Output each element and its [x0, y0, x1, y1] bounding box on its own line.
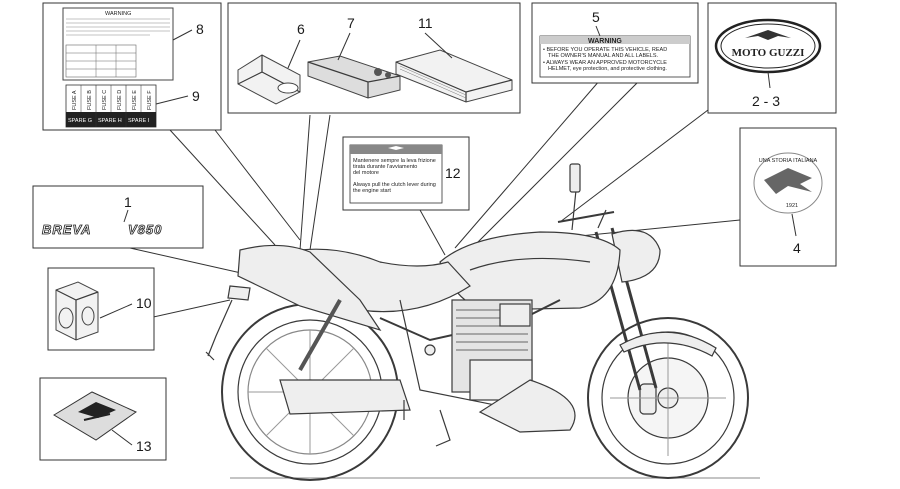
callout-8: 8	[196, 21, 204, 37]
clutch-label-12	[349, 144, 443, 204]
svg-text:1921: 1921	[786, 203, 798, 209]
svg-text:FUSE D: FUSE D	[117, 90, 123, 110]
box-item-10: 10	[47, 267, 155, 351]
breva-decal: BREVA	[42, 222, 92, 237]
svg-text:Always pull the clutch lever d: Always pull the clutch lever during	[353, 182, 436, 188]
engine	[451, 299, 533, 401]
svg-text:• ALWAYS WEAR AN APPROVED MOTO: • ALWAYS WEAR AN APPROVED MOTORCYCLE	[543, 60, 667, 66]
callout-1: 1	[124, 194, 132, 210]
callout-12: 12	[445, 165, 461, 181]
svg-text:• BEFORE YOU OPERATE THIS VEHI: • BEFORE YOU OPERATE THIS VEHICLE, READ	[543, 47, 667, 53]
callout-11: 11	[418, 15, 433, 31]
front-wheel	[587, 317, 749, 479]
callout-5: 5	[592, 9, 600, 25]
fuel-tank	[439, 231, 621, 311]
box-manuals: 6 7 11	[227, 2, 521, 114]
exhaust	[478, 379, 576, 433]
svg-text:del motore: del motore	[353, 170, 379, 176]
callout-9: 9	[192, 88, 200, 104]
brake-caliper	[639, 383, 657, 415]
v850-decal: V850	[128, 222, 162, 237]
callout-13: 13	[136, 438, 152, 454]
mirror	[569, 163, 581, 193]
callout-4: 4	[793, 240, 801, 256]
warning-header: WARNING	[588, 38, 622, 45]
tool-pouch-6	[237, 54, 301, 105]
svg-text:FUSE E: FUSE E	[132, 90, 138, 110]
svg-text:THE OWNER'S MANUAL AND ALL LAB: THE OWNER'S MANUAL AND ALL LABELS.	[548, 53, 659, 59]
callout-7: 7	[347, 15, 355, 31]
svg-text:FUSE B: FUSE B	[87, 90, 93, 110]
eagle-icon	[745, 30, 791, 40]
warning-label-8	[62, 7, 174, 81]
svg-text:UNA STORIA ITALIANA: UNA STORIA ITALIANA	[759, 158, 818, 164]
callout-10: 10	[136, 295, 152, 311]
tail-light	[227, 285, 251, 301]
tail-section	[237, 244, 382, 332]
svg-text:FUSE C: FUSE C	[102, 90, 108, 110]
callout-2-3: 2 - 3	[752, 93, 780, 109]
svg-text:the engine start: the engine start	[353, 188, 391, 194]
manual-book-11	[395, 49, 513, 103]
box-model-decal: 1 BREVA V850	[32, 185, 204, 249]
svg-text:HELMET, eye protection, and pr: HELMET, eye protection, and protective c…	[548, 66, 667, 72]
label8-header: WARNING	[105, 11, 131, 17]
box-brand-logo: MOTO GUZZI 2 - 3	[707, 2, 837, 114]
svg-text:FUSE A: FUSE A	[72, 90, 78, 110]
svg-text:MOTO GUZZI: MOTO GUZZI	[732, 47, 805, 59]
box-tank-badge: UNA STORIA ITALIANA 1921 4	[739, 127, 837, 267]
svg-text:SPARE G: SPARE G	[68, 118, 92, 124]
svg-text:SPARE I: SPARE I	[128, 118, 150, 124]
svg-text:SPARE H: SPARE H	[98, 118, 122, 124]
callout-6: 6	[297, 21, 305, 37]
box-warning-label: 5 WARNING • BEFORE YOU OPERATE THIS VEHI…	[531, 2, 699, 84]
box-clutch-label: Mantenere sempre la leva frizione tirata…	[342, 136, 470, 211]
headlight	[611, 229, 661, 283]
svg-text:tirata durante l'avviamento: tirata durante l'avviamento	[353, 164, 417, 170]
moto-guzzi-logo	[714, 18, 822, 74]
svg-text:FUSE F: FUSE F	[147, 90, 153, 110]
svg-text:Mantenere sempre la leva frizi: Mantenere sempre la leva frizione	[353, 158, 436, 164]
motorcycle-illustration	[205, 163, 760, 481]
fuse-label-9: FUSE A FUSE B FUSE C FUSE D FUSE E FUSE …	[65, 84, 157, 128]
box-fuse-labels: WARNING 8 FUSE A FUSE B FUSE C FUSE D FU…	[42, 2, 222, 131]
box-item-13: 13	[39, 377, 167, 461]
drive-shaft	[279, 379, 411, 415]
eagle-icon	[764, 168, 812, 194]
document-holder-10	[55, 281, 99, 341]
